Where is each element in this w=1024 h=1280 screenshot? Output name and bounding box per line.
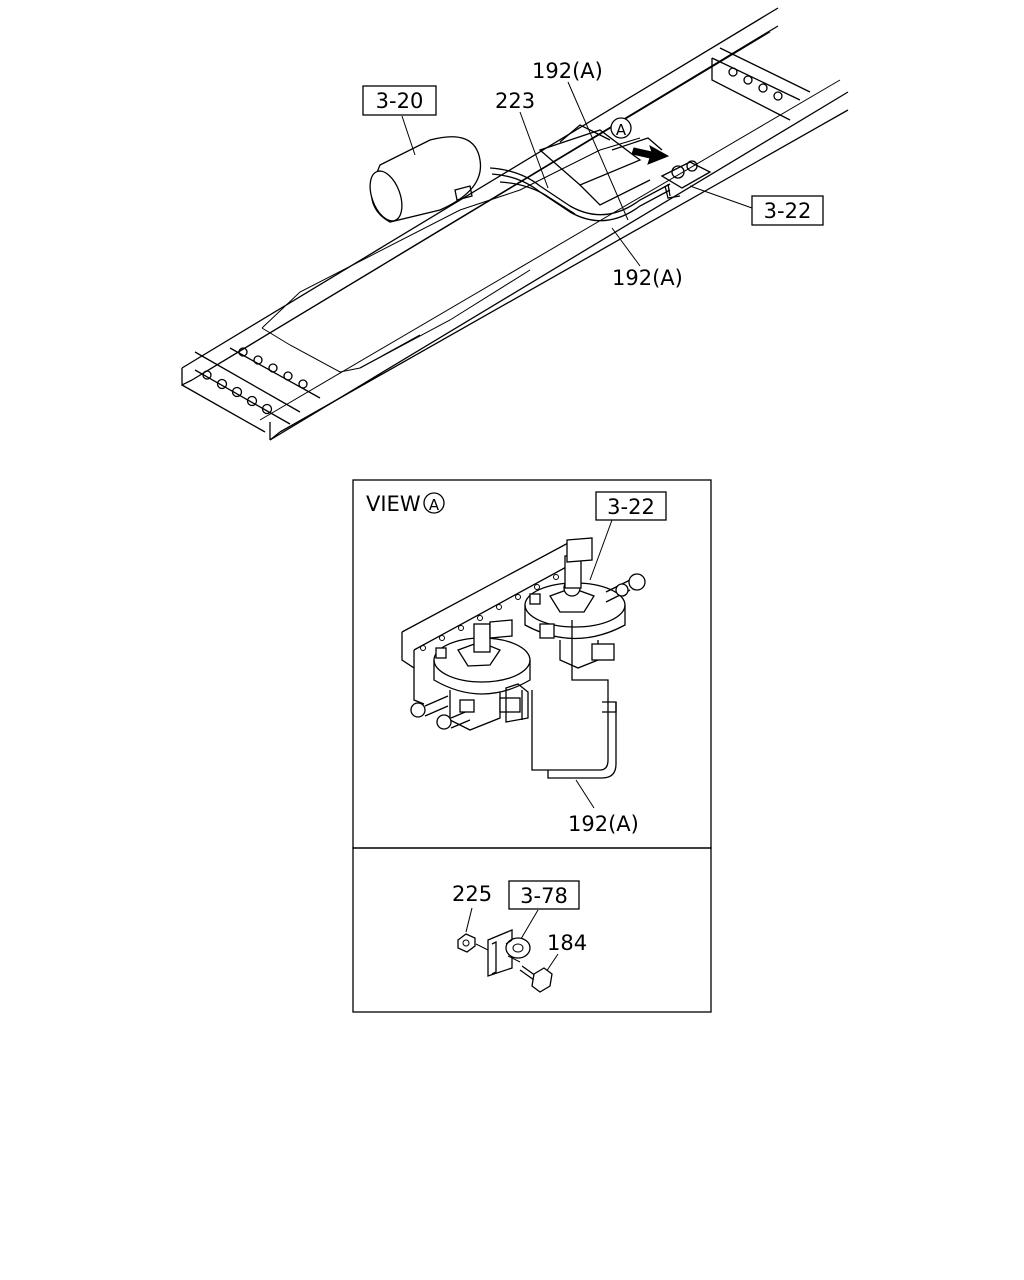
callout-3-78-label: 3-78 — [520, 884, 568, 908]
relay-valve-left-drawing — [410, 619, 531, 731]
part-225-label[interactable]: 225 — [452, 882, 492, 906]
part-223-label[interactable]: 223 — [495, 89, 535, 113]
overview-leader-lines — [401, 81, 753, 267]
front-crossmember-holes — [728, 67, 783, 101]
part-192a-top-label[interactable]: 192(A) — [532, 59, 603, 83]
view-a-caption-text: VIEW — [366, 492, 421, 516]
part-192a-bottom-label[interactable]: 192(A) — [612, 266, 683, 290]
view-a-caption-marker: A — [429, 496, 440, 514]
view-direction-arrow — [631, 144, 670, 165]
view-a-leader-lines — [575, 519, 613, 809]
part-184-label[interactable]: 184 — [547, 931, 587, 955]
callout-3-20-label: 3-20 — [376, 89, 424, 113]
air-hose-192a-drawing — [521, 620, 617, 779]
callout-3-22-view-label: 3-22 — [607, 495, 655, 519]
air-tank-drawing — [369, 136, 482, 223]
callout-3-78[interactable]: 3-78 — [508, 880, 580, 910]
rear-crossmember-holes — [202, 347, 308, 415]
callout-3-22-overview[interactable]: 3-22 — [751, 195, 824, 226]
view-a-marker-label: A — [616, 121, 627, 139]
view-a-panel — [352, 479, 712, 1013]
part-192a-view-label[interactable]: 192(A) — [568, 812, 639, 836]
callout-3-22-overview-label: 3-22 — [764, 199, 812, 223]
air-line-drawing — [489, 167, 671, 222]
callout-3-22-view[interactable]: 3-22 — [595, 491, 667, 521]
relay-valve-right-drawing — [524, 537, 646, 669]
callout-3-20[interactable]: 3-20 — [362, 85, 437, 116]
chassis-frame-drawing — [181, 7, 849, 441]
bracket-detail-drawing — [457, 907, 559, 993]
valve-assembly-small-drawing — [660, 160, 712, 199]
view-a-marker[interactable]: A — [610, 117, 632, 139]
view-a-caption: VIEW A — [366, 492, 445, 516]
